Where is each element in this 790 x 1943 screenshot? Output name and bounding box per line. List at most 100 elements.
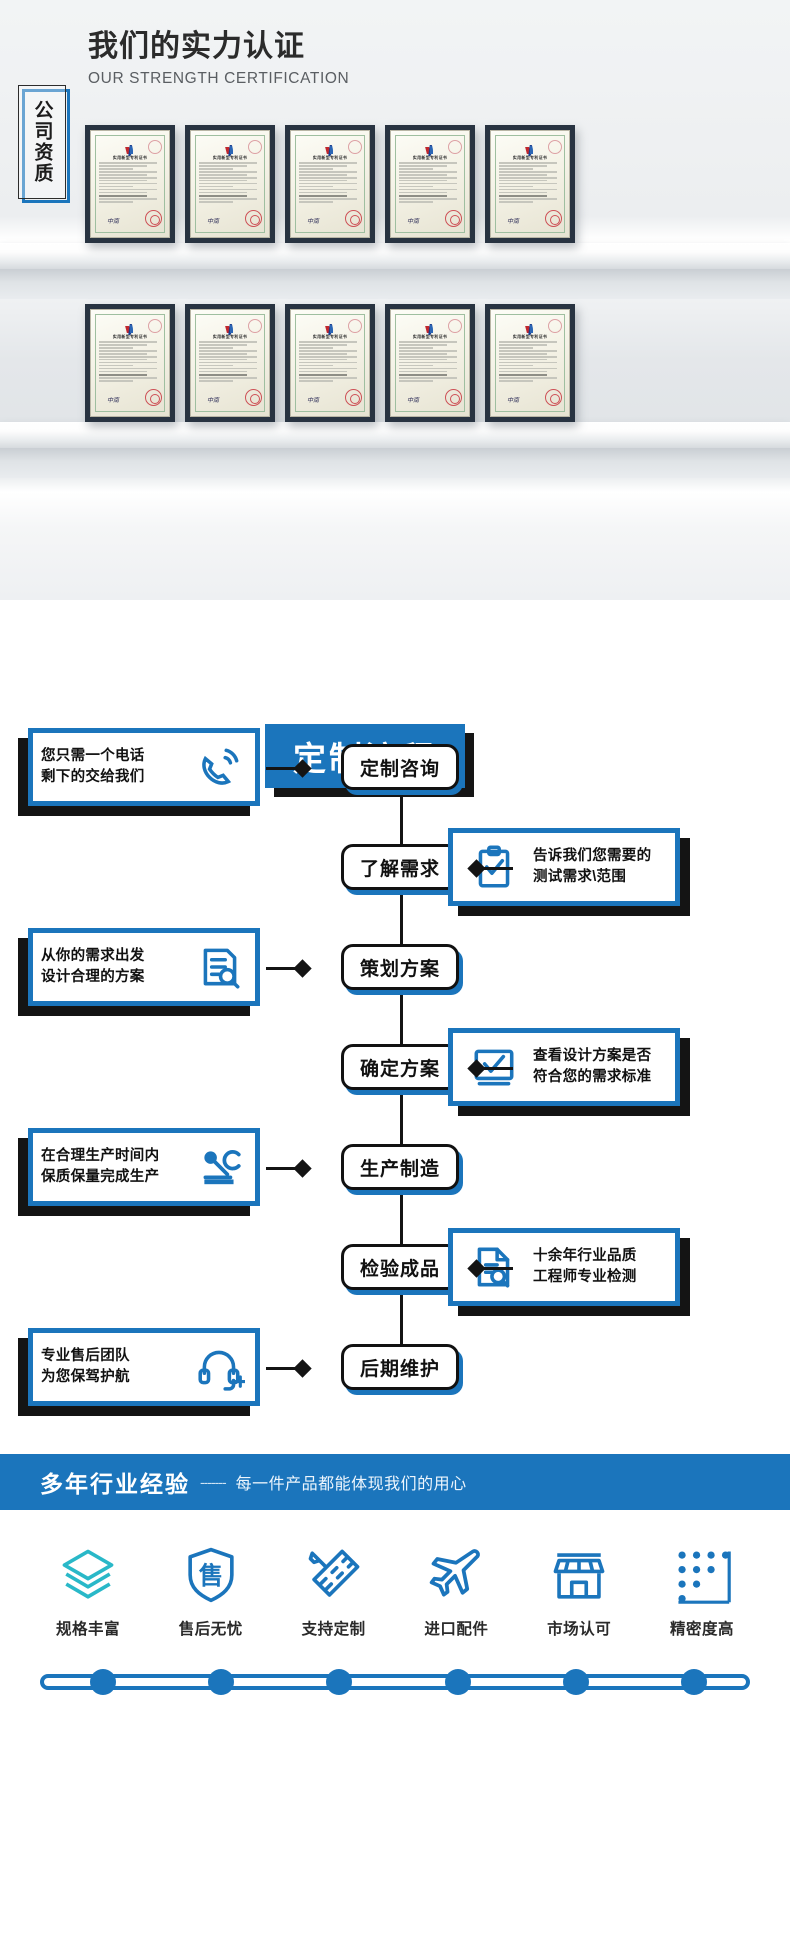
flow-step-label: 生产制造	[359, 1158, 440, 1180]
flow-note-line1: 查看设计方案是否	[533, 1047, 652, 1064]
flow-note-box: 从你的需求出发设计合理的方案	[28, 928, 260, 1006]
certificate-title: 实用新型专利证书	[212, 154, 248, 160]
shelf-top-1	[0, 243, 790, 269]
certificate-red-seal	[345, 389, 362, 406]
flow-note-3: 从你的需求出发设计合理的方案	[18, 928, 260, 1016]
flow-note-line1: 专业售后团队	[41, 1347, 130, 1364]
certificate-title: 实用新型专利证书	[312, 154, 348, 160]
timeline-node-1	[89, 1669, 116, 1695]
patent-logo-icon	[324, 144, 336, 156]
flow-note-line1: 您只需一个电话	[41, 747, 145, 764]
certificate-frame: ​ 实用新型专利证书中南	[185, 304, 275, 422]
flow-step-6[interactable]: 检验成品	[341, 1244, 463, 1295]
timeline-track	[40, 1674, 750, 1690]
patent-logo-icon	[124, 323, 136, 335]
feature-row: 规格丰富售售后无忧支持定制进口配件市场认可精密度高	[0, 1510, 790, 1639]
shelf-top-2	[0, 422, 790, 448]
flow-note-line2: 工程师专业检测	[533, 1269, 637, 1285]
certificate-title: 实用新型专利证书	[512, 154, 548, 160]
patent-logo-icon	[324, 323, 336, 335]
badge-inner-border: 公司资质	[18, 85, 66, 199]
flow-note-text: 从你的需求出发设计合理的方案	[41, 946, 145, 988]
flow-connector-5	[266, 1167, 304, 1170]
certificate-red-seal	[545, 210, 562, 227]
flow-note-7: 专业售后团队为您保驾护航	[18, 1328, 260, 1416]
patent-logo-icon	[524, 144, 536, 156]
patent-logo-icon	[424, 323, 436, 335]
feature-label: 规格丰富	[55, 1621, 120, 1638]
certificate-document: ​ 实用新型专利证书	[299, 318, 361, 408]
certificate-mat: ​ 实用新型专利证书中南	[290, 309, 370, 417]
certificate-mat: ​ 实用新型专利证书中南	[90, 130, 170, 238]
certificate-stamp-top	[548, 319, 562, 333]
feature-label: 市场认可	[547, 1621, 612, 1638]
flow-step-box: 生产制造	[341, 1144, 459, 1190]
flow-step-2[interactable]: 了解需求	[341, 844, 463, 895]
certificate-stamp-top	[148, 140, 162, 154]
certificate-signature: 中南	[507, 398, 520, 404]
ruler-pencil-icon	[284, 1542, 384, 1604]
certificate-title: 实用新型专利证书	[412, 333, 448, 339]
flow-note-box: 在合理生产时间内保质保量完成生产	[28, 1128, 260, 1206]
certificate-red-seal	[145, 389, 162, 406]
certificate-red-seal	[345, 210, 362, 227]
timeline-node-6	[681, 1669, 708, 1695]
flow-step-box: 策划方案	[341, 944, 459, 990]
certificate-red-seal	[145, 210, 162, 227]
flow-note-5: 在合理生产时间内保质保量完成生产	[18, 1128, 260, 1216]
certificate-red-seal	[545, 389, 562, 406]
page-title: 我们的实力认证	[88, 30, 305, 63]
shield-sale-icon: 售	[161, 1542, 261, 1604]
flow-step-label: 定制咨询	[359, 758, 440, 780]
certificate-stamp-top	[448, 140, 462, 154]
certificate-signature: 中南	[407, 398, 420, 404]
certificate-mat: ​ 实用新型专利证书中南	[490, 130, 570, 238]
flow-step-4[interactable]: 确定方案	[341, 1044, 463, 1095]
flow-step-3[interactable]: 策划方案	[341, 944, 463, 995]
page-subtitle: OUR STRENGTH CERTIFICATION	[88, 69, 350, 87]
flow-step-7[interactable]: 后期维护	[341, 1344, 463, 1395]
certificate-stamp-top	[148, 319, 162, 333]
certificate-title: 实用新型专利证书	[112, 333, 148, 339]
flow-note-text: 您只需一个电话剩下的交给我们	[41, 746, 145, 788]
certificate-row-1: ​ 实用新型专利证书中南​ 实用新型专利证书中南​ 实用新型专利证书中南​ 实用…	[85, 125, 575, 243]
storefront-icon	[529, 1542, 629, 1604]
headset-add-icon	[193, 1340, 247, 1394]
certificate-signature: 中南	[307, 219, 320, 225]
certificate-frame: ​ 实用新型专利证书中南	[185, 125, 275, 243]
badge-label: 公司资质	[31, 100, 53, 184]
feature-item-6: 精密度高	[652, 1542, 752, 1639]
feature-label: 精密度高	[669, 1621, 734, 1638]
flow-note-box: 十余年行业品质工程师专业检测	[448, 1228, 680, 1306]
certificate-frame: ​ 实用新型专利证书中南	[385, 125, 475, 243]
certificate-red-seal	[245, 389, 262, 406]
file-inspect-icon	[467, 1240, 521, 1294]
certificate-frame: ​ 实用新型专利证书中南	[285, 125, 375, 243]
phone-ring-icon	[193, 740, 247, 794]
flow-note-line2: 设计合理的方案	[41, 969, 145, 985]
patent-logo-icon	[124, 144, 136, 156]
custom-flow-section: 定制流程 定制咨询您只需一个电话剩下的交给我们了解需求告诉我们您需要的测试需求\…	[0, 704, 790, 1454]
certificate-document: ​ 实用新型专利证书	[299, 139, 361, 229]
patent-logo-icon	[224, 144, 236, 156]
flow-note-text: 在合理生产时间内保质保量完成生产	[41, 1146, 159, 1188]
certificate-title: 实用新型专利证书	[412, 154, 448, 160]
feature-item-3: 支持定制	[284, 1542, 384, 1639]
feature-item-1: 规格丰富	[38, 1542, 138, 1639]
certificate-signature: 中南	[507, 219, 520, 225]
flow-step-box: 检验成品	[341, 1244, 459, 1290]
certificate-stamp-top	[548, 140, 562, 154]
flow-connector-diamond-5	[293, 1159, 312, 1178]
flow-step-1[interactable]: 定制咨询	[341, 744, 463, 795]
certificate-title: 实用新型专利证书	[312, 333, 348, 339]
flow-note-box: 专业售后团队为您保驾护航	[28, 1328, 260, 1406]
timeline-bar	[40, 1669, 750, 1695]
certificate-mat: ​ 实用新型专利证书中南	[190, 309, 270, 417]
flow-connector-2	[473, 867, 513, 870]
certificate-title: 实用新型专利证书	[212, 333, 248, 339]
flow-note-line1: 在合理生产时间内	[41, 1147, 160, 1164]
flow-step-5[interactable]: 生产制造	[341, 1144, 463, 1195]
flow-note-text: 十余年行业品质工程师专业检测	[533, 1246, 637, 1288]
experience-dashes: -------	[200, 1474, 227, 1490]
certificate-document: ​ 实用新型专利证书	[499, 318, 561, 408]
